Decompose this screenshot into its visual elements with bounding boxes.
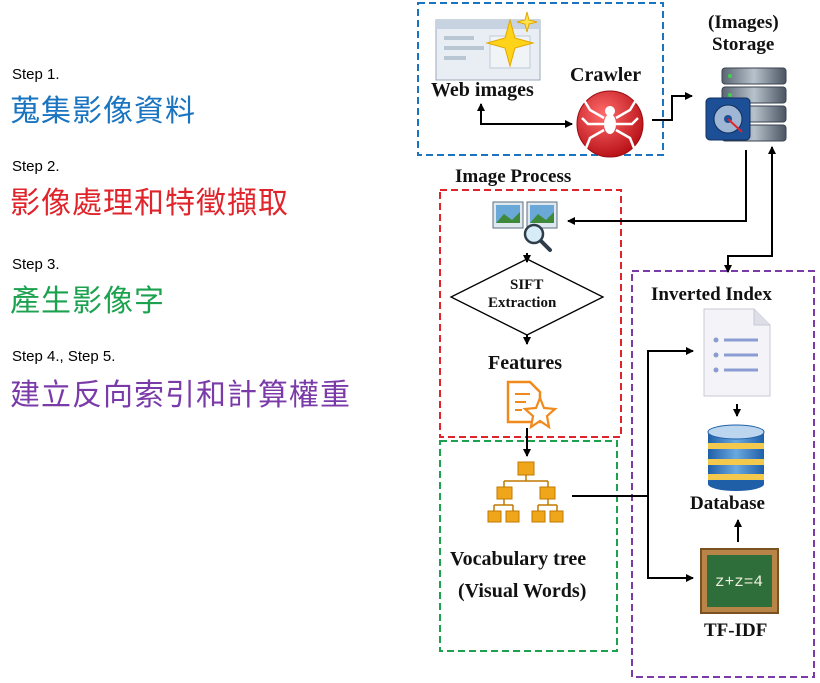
chalkboard-icon: z+z=4 xyxy=(700,548,779,614)
step1-box xyxy=(417,2,664,156)
arrow-storage-to-process xyxy=(567,150,747,225)
step-2-label: Step 2. xyxy=(12,158,60,175)
svg-text:z+z=4: z+z=4 xyxy=(715,573,763,591)
arrow-crawler-to-storage xyxy=(652,92,693,121)
hierarchy-icon xyxy=(487,461,564,523)
sift-label-line2: Extraction xyxy=(488,295,557,311)
star-document-icon xyxy=(506,380,558,430)
arrow-web-to-crawler xyxy=(480,106,573,128)
vocab-label-line1: Vocabulary tree xyxy=(450,548,587,570)
features-label: Features xyxy=(488,352,563,374)
web-images-label: Web images xyxy=(431,79,534,101)
browser-icon xyxy=(435,11,541,81)
document-list-icon xyxy=(703,308,771,397)
arrow-vocab-to-index xyxy=(572,347,694,497)
inverted-index-label: Inverted Index xyxy=(651,284,772,305)
server-icon xyxy=(705,67,787,142)
spider-icon xyxy=(576,90,644,158)
image-process-label: Image Process xyxy=(455,166,572,187)
step-1-label: Step 1. xyxy=(12,66,60,83)
step-3-title: 產生影像字 xyxy=(10,284,165,319)
step-2-title: 影像處理和特徵擷取 xyxy=(10,186,289,221)
step-4-label: Step 4., Step 5. xyxy=(12,348,116,365)
step-4-title: 建立反向索引和計算權重 xyxy=(10,378,351,413)
arrow-storage-to-index xyxy=(724,148,773,273)
step-3-label: Step 3. xyxy=(12,256,60,273)
arrow-vocab-to-tfidf xyxy=(647,496,694,582)
database-icon xyxy=(707,424,765,491)
crawler-label: Crawler xyxy=(570,64,642,86)
storage-label-line1: (Images) xyxy=(708,12,779,33)
step3-box xyxy=(439,440,618,652)
step45-box xyxy=(631,270,815,678)
database-label: Database xyxy=(690,493,765,514)
step2-box xyxy=(439,189,622,438)
step-1-title: 蒐集影像資料 xyxy=(10,94,196,129)
vocab-label-line2: (Visual Words) xyxy=(458,580,587,602)
storage-label-line2: Storage xyxy=(712,34,775,55)
image-search-icon xyxy=(492,201,558,252)
sift-label-line1: SIFT xyxy=(510,277,544,293)
tfidf-label: TF-IDF xyxy=(704,620,768,641)
